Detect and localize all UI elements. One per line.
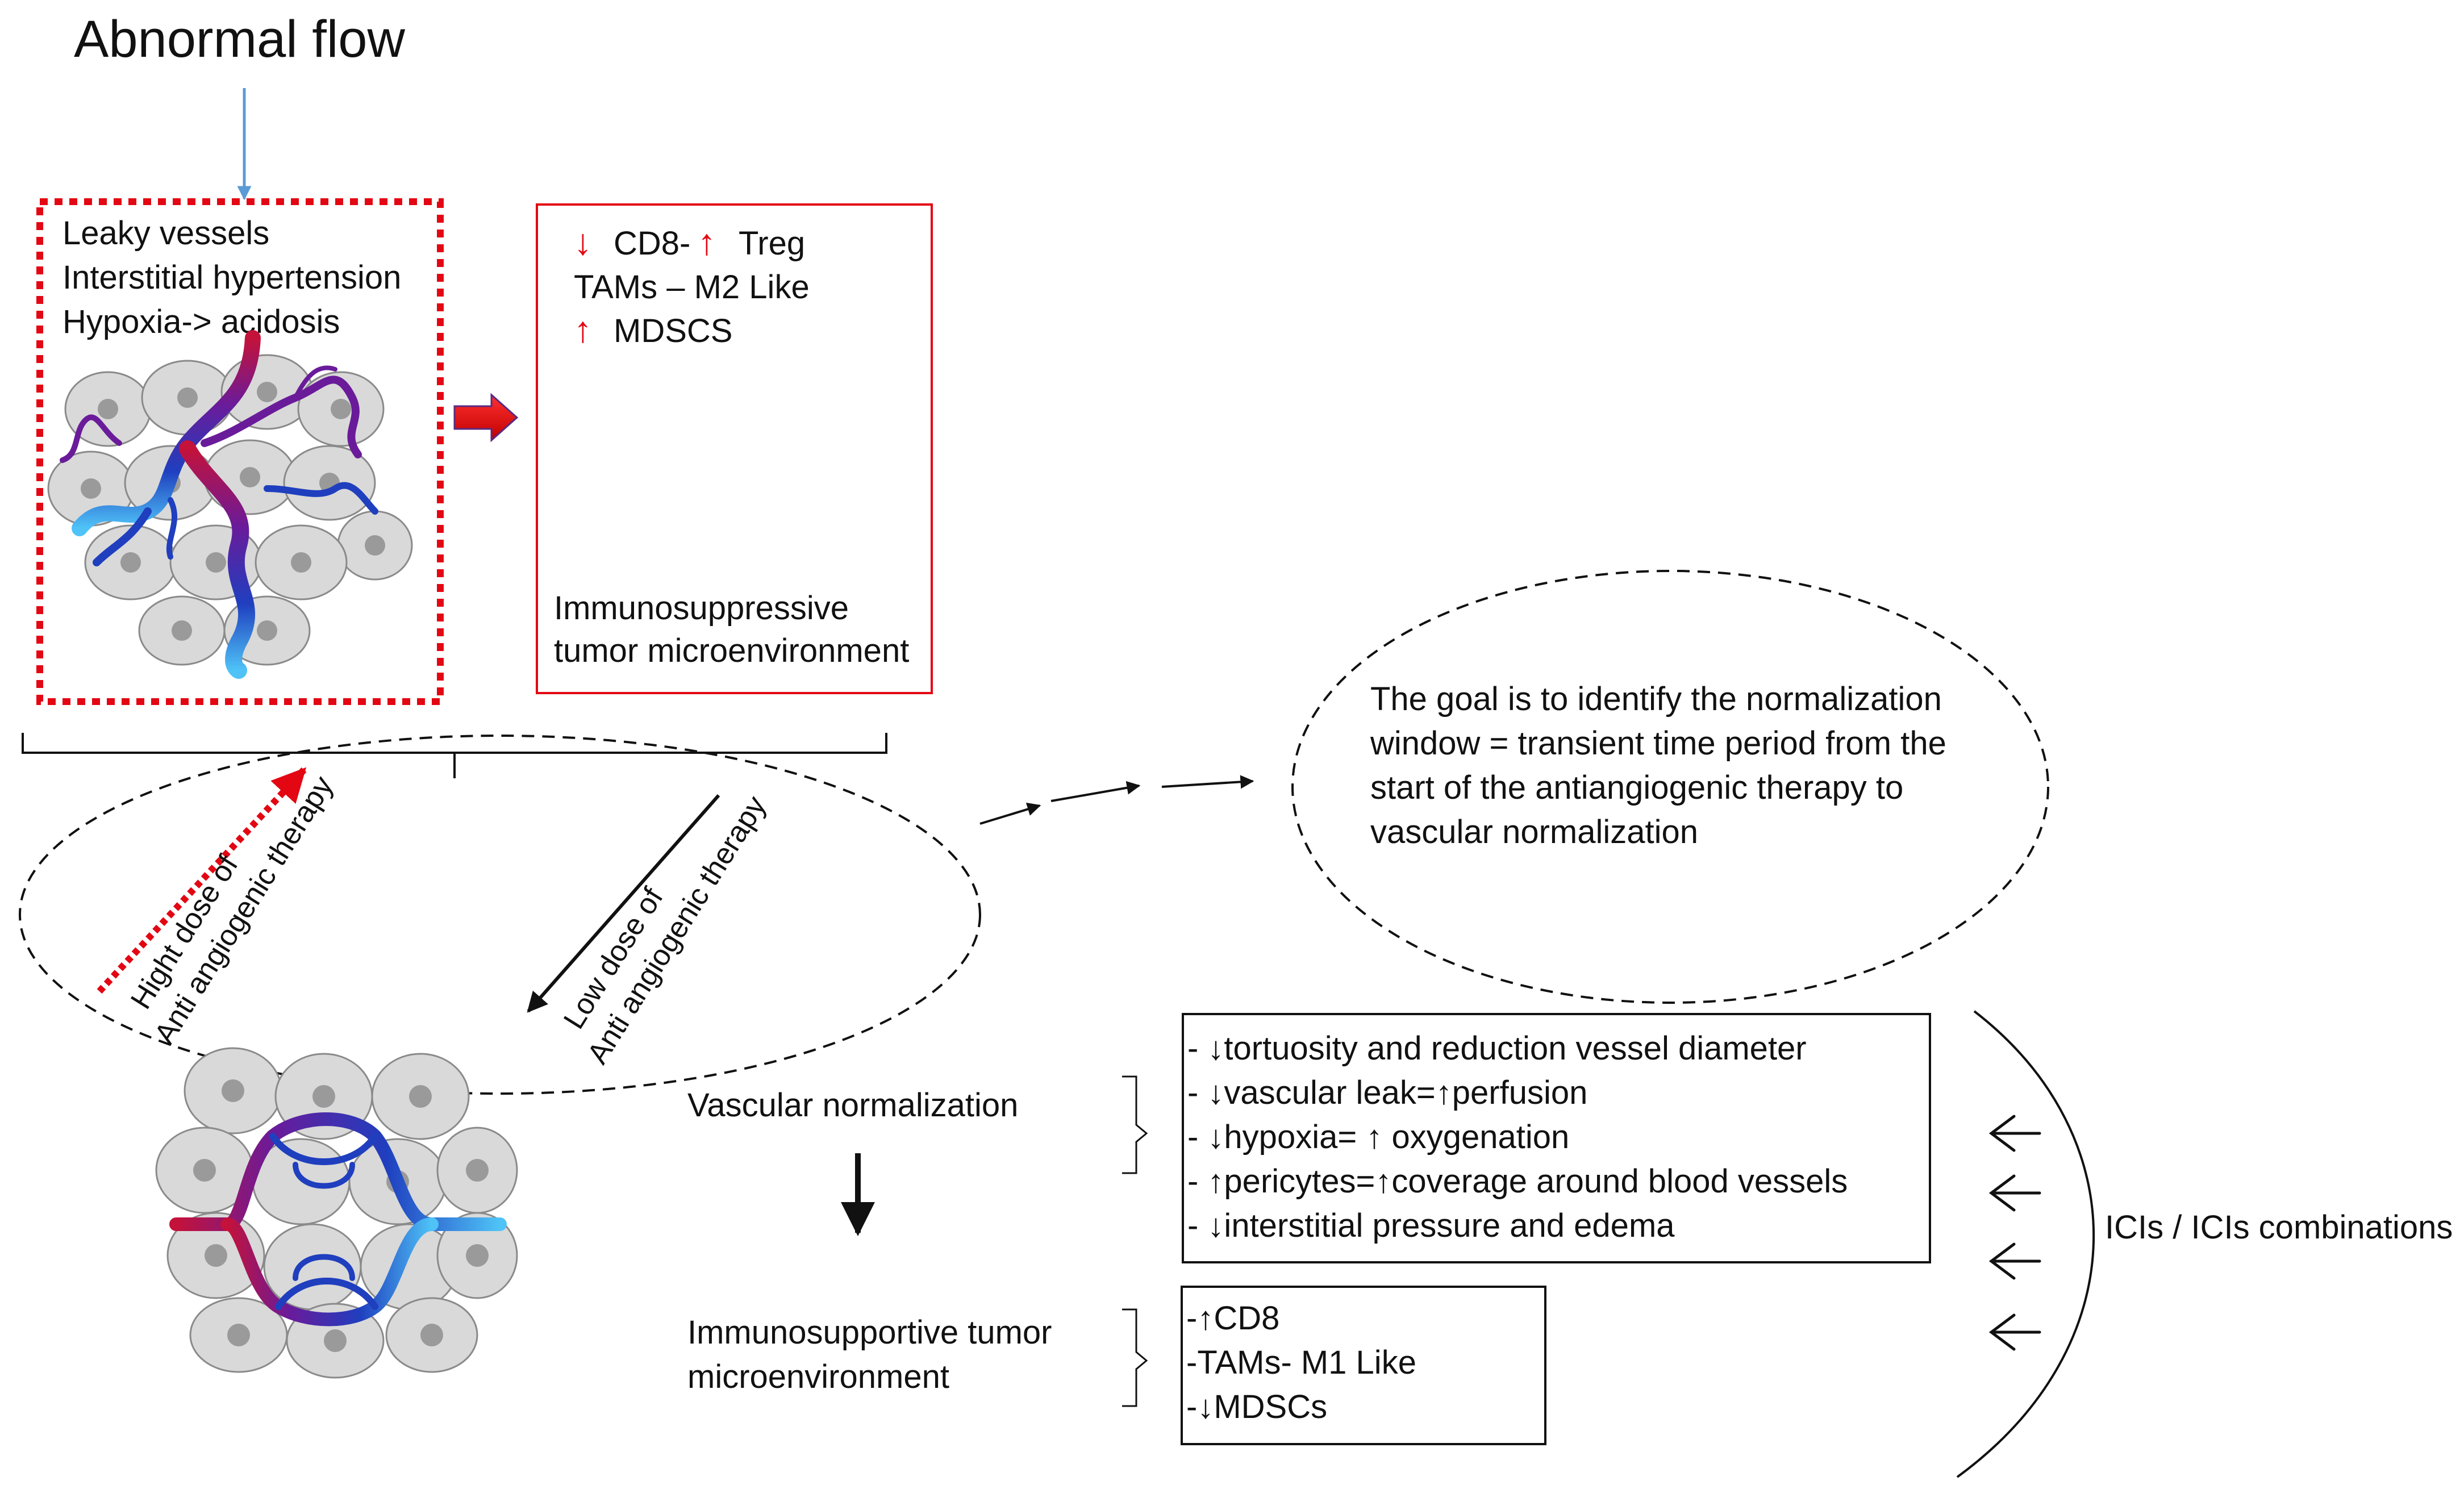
arrow-down-cd8: ↓	[574, 222, 592, 262]
mdscs-label: MDSCS	[614, 312, 732, 349]
goal-text-line3: start of the antiangiogenic therapy to	[1370, 769, 1903, 806]
low-dose-line2: Anti angiogenic therapy	[581, 790, 773, 1070]
vascular-normalization-label: Vascular normalization	[687, 1087, 1018, 1124]
ici-arrow-3	[1988, 1242, 2041, 1280]
goal-arrow-3	[1161, 775, 1254, 789]
abnormal-tumor-box: Leaky vessels Interstitial hypertension …	[36, 198, 444, 705]
tortuous-vessels	[60, 330, 378, 679]
tams-m2-label: TAMs – M2 Like	[574, 269, 810, 306]
normalization-effects-box: - ↓tortuosity and reduction vessel diame…	[1182, 1013, 1931, 1263]
normalization-effects-border	[1182, 1013, 1931, 1263]
immunosupportive-label-line1: Immunosupportive tumor	[687, 1314, 1052, 1351]
ici-arrow-1	[1988, 1115, 2041, 1152]
ici-arrow-2	[1988, 1174, 2041, 1212]
feature-hypoxia-acidosis: Hypoxia-> acidosis	[62, 303, 340, 340]
effect-pericytes: - ↑pericytes=↑coverage around blood vess…	[1187, 1163, 1848, 1200]
immunosuppressive-box-border	[536, 203, 933, 694]
effect-mdscs: -↓MDSCs	[1186, 1388, 1327, 1425]
arrow-up-mdscs: ↑	[574, 309, 592, 350]
normalized-vessels	[169, 1112, 507, 1327]
immunosuppressive-caption-line1: Immunosuppressive	[554, 590, 849, 627]
treg-label: Treg	[739, 225, 805, 262]
immunosupportive-brace	[1122, 1308, 1148, 1407]
cd8-label: CD8-	[614, 225, 690, 262]
ici-label: ICIs / ICIs combinations	[2105, 1209, 2453, 1246]
effect-tortuosity: - ↓tortuosity and reduction vessel diame…	[1187, 1030, 1807, 1067]
tumor-cells-abnormal	[47, 354, 413, 666]
immunosuppressive-box: ↓ CD8- ↑ Treg TAMs – M2 Like ↑ MDSCS Imm…	[536, 203, 933, 694]
red-block-arrow	[453, 393, 519, 443]
immunosupportive-effects-box: -↑CD8 -TAMs- M1 Like -↓MDSCs	[1181, 1286, 1546, 1445]
abnormal-box-border	[36, 198, 444, 705]
ici-arrow-4	[1988, 1313, 2041, 1351]
effect-cd8: -↑CD8	[1186, 1300, 1279, 1337]
goal-text-line2: window = transient time period from the	[1370, 725, 1946, 762]
goal-arrow-1	[979, 802, 1041, 825]
top-bracket	[22, 733, 887, 778]
low-dose-label: Low dose of Anti angiogenic therapy	[557, 790, 773, 1070]
goal-ellipse	[1291, 570, 2049, 1004]
goal-arrow-2	[1050, 781, 1141, 802]
title: Abnormal flow	[74, 10, 405, 68]
therapy-ellipse	[19, 735, 981, 1095]
goal-text-line4: vascular normalization	[1370, 814, 1698, 850]
effect-hypoxia: - ↓hypoxia= ↑ oxygenation	[1187, 1119, 1569, 1156]
high-dose-label: Hight dose of Anti angiogenic therapy	[124, 770, 340, 1050]
feature-leaky-vessels: Leaky vessels	[62, 215, 269, 252]
goal-text-line1: The goal is to identify the normalizatio…	[1370, 681, 1942, 718]
high-dose-line2: Anti angiogenic therapy	[148, 770, 340, 1050]
effect-tams-m1: -TAMs- M1 Like	[1186, 1344, 1416, 1381]
arrow-up-treg: ↑	[698, 222, 716, 262]
low-dose-arrow	[527, 794, 720, 1013]
immunosupportive-label-line2: microenvironment	[687, 1358, 949, 1395]
feature-interstitial-hypertension: Interstitial hypertension	[62, 259, 401, 296]
normalization-brace	[1122, 1075, 1148, 1174]
effect-vascular-leak: - ↓vascular leak=↑perfusion	[1187, 1074, 1587, 1111]
immunosupportive-effects-border	[1181, 1286, 1546, 1445]
ici-arc	[1956, 1010, 2095, 1478]
ici-arrows	[1988, 1115, 2041, 1351]
normalized-tumor-image	[155, 1047, 518, 1379]
effect-interstitial-pressure: - ↓interstitial pressure and edema	[1187, 1207, 1675, 1244]
immunosuppressive-caption-line2: tumor microenvironment	[554, 632, 909, 669]
